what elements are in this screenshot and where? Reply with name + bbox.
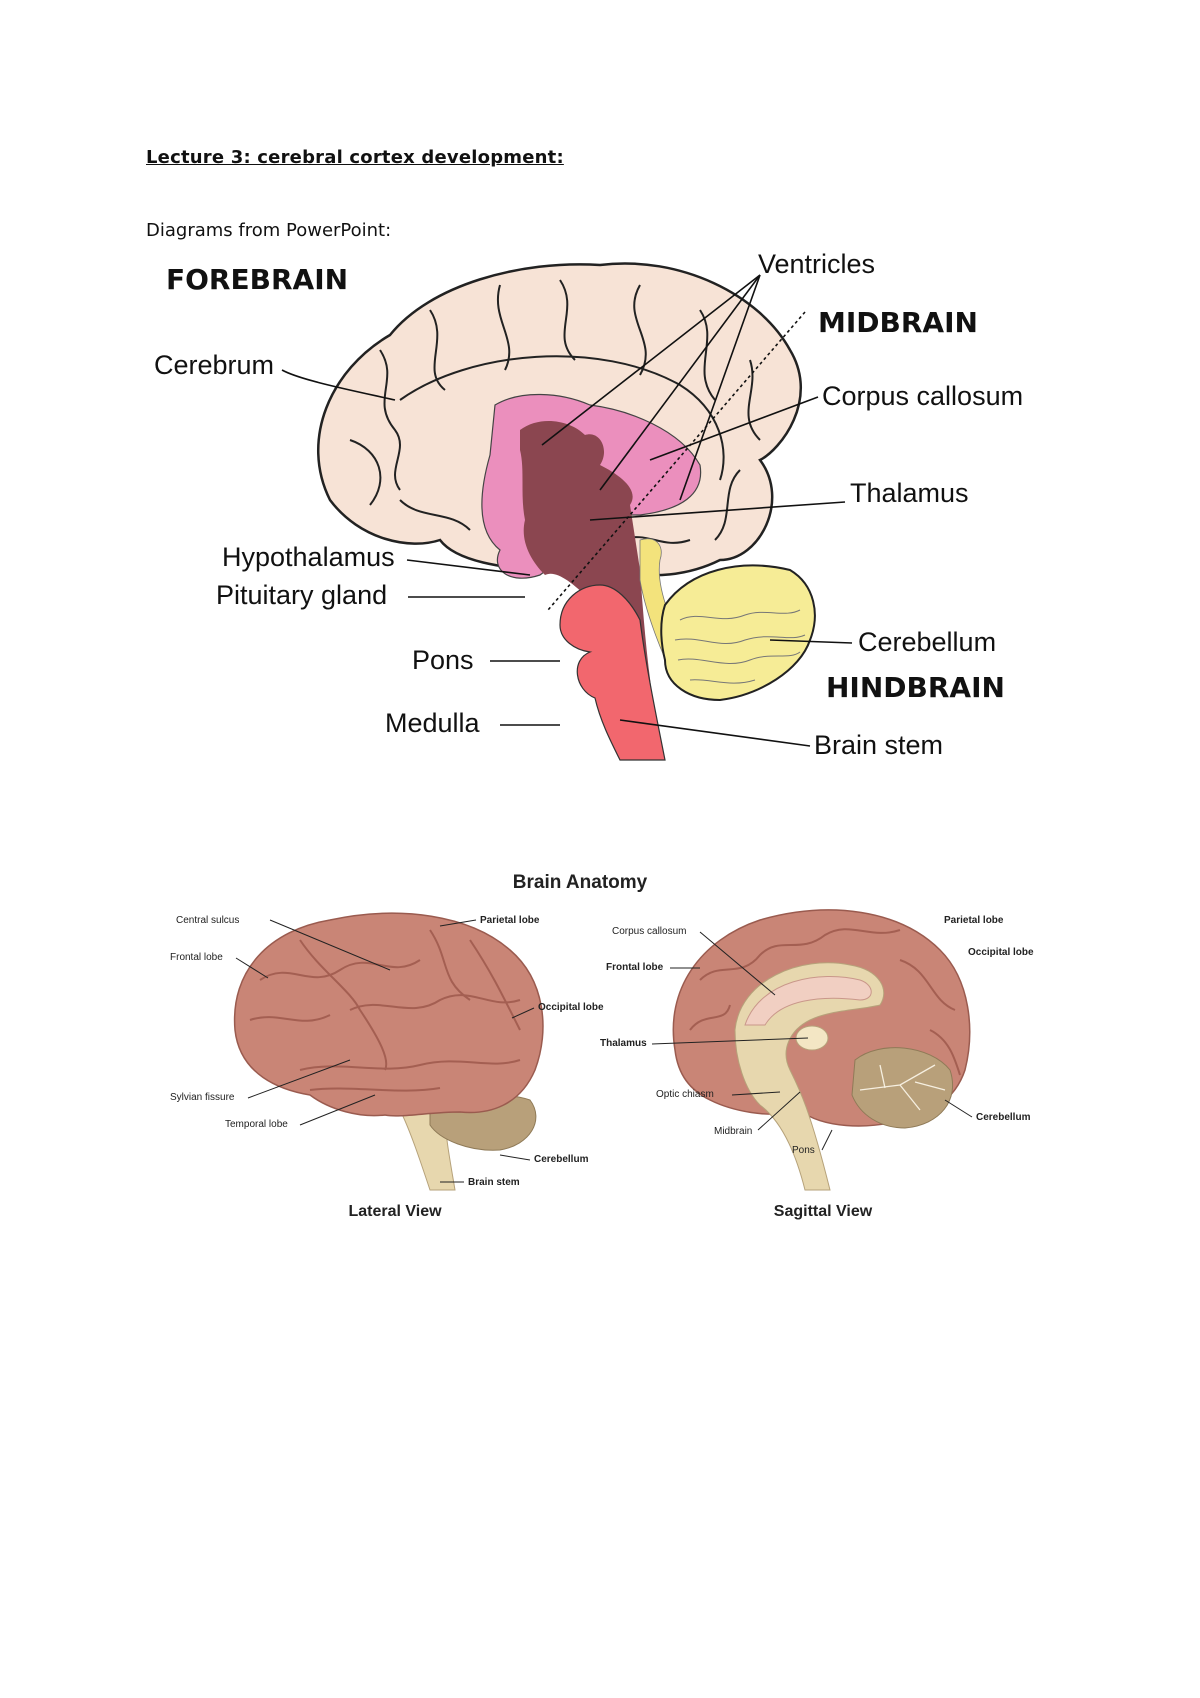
sagittal-label-optic-chiasm: Optic chiasm	[656, 1089, 714, 1100]
lateral-view: Central sulcus Parietal lobe Frontal lob…	[170, 912, 604, 1220]
brain-anatomy-diagram: Brain Anatomy Central sulcus Parietal lo…	[170, 872, 1034, 1220]
lateral-label-central-sulcus: Central sulcus	[176, 915, 239, 926]
leader-lines	[281, 274, 853, 747]
sagittal-gyri	[689, 928, 961, 1076]
lateral-label-sylvian-fissure: Sylvian fissure	[170, 1092, 235, 1103]
brain-anatomy-title: Brain Anatomy	[513, 872, 648, 893]
sagittal-leader-lines	[651, 931, 973, 1151]
region-label-hindbrain: HINDBRAIN	[826, 671, 1005, 704]
lateral-label-occipital-lobe: Occipital lobe	[538, 1002, 604, 1013]
label-corpus-callosum: Corpus callosum	[822, 381, 1023, 411]
lateral-leader-lines	[235, 919, 535, 1183]
label-thalamus: Thalamus	[850, 478, 969, 508]
sagittal-label-occipital-lobe: Occipital lobe	[968, 947, 1034, 958]
sagittal-corpus-callosum-shape	[744, 975, 872, 1026]
label-cerebrum: Cerebrum	[154, 350, 274, 380]
sagittal-label-cerebellum: Cerebellum	[976, 1112, 1031, 1123]
sagittal-inner-shape	[734, 962, 885, 1191]
lateral-label-parietal-lobe: Parietal lobe	[480, 915, 540, 926]
label-medulla: Medulla	[385, 708, 481, 738]
lateral-view-caption: Lateral View	[348, 1203, 442, 1220]
brain-regions-diagram: FOREBRAIN MIDBRAIN HINDBRAIN Ventricles …	[154, 249, 1023, 761]
lateral-label-frontal-lobe: Frontal lobe	[170, 952, 223, 963]
lateral-gyri	[249, 929, 521, 1092]
sagittal-label-corpus-callosum: Corpus callosum	[612, 926, 686, 937]
sagittal-label-parietal-lobe: Parietal lobe	[944, 915, 1004, 926]
sagittal-view-caption: Sagittal View	[774, 1203, 873, 1220]
sagittal-view: Corpus callosum Parietal lobe Occipital …	[600, 909, 1034, 1220]
lateral-label-temporal-lobe: Temporal lobe	[225, 1119, 288, 1130]
sagittal-label-thalamus: Thalamus	[600, 1038, 647, 1049]
label-pons: Pons	[412, 645, 474, 675]
cerebellum-folia	[674, 609, 806, 684]
sagittal-label-midbrain: Midbrain	[714, 1126, 752, 1137]
lateral-label-cerebellum: Cerebellum	[534, 1154, 589, 1165]
sagittal-cerebellum-tree	[859, 1064, 946, 1111]
lateral-label-brain-stem: Brain stem	[468, 1177, 520, 1188]
pons-medulla-shape	[559, 584, 666, 761]
label-hypothalamus: Hypothalamus	[222, 542, 395, 572]
sagittal-label-pons: Pons	[792, 1145, 815, 1156]
page-intro: Diagrams from PowerPoint:	[146, 220, 392, 241]
label-pituitary-gland: Pituitary gland	[216, 580, 387, 610]
lateral-cortex-shape	[233, 912, 544, 1117]
label-brain-stem: Brain stem	[814, 730, 943, 760]
region-label-forebrain: FOREBRAIN	[166, 263, 348, 296]
sagittal-label-frontal-lobe: Frontal lobe	[606, 962, 664, 973]
label-ventricles: Ventricles	[758, 249, 875, 279]
region-label-midbrain: MIDBRAIN	[818, 306, 978, 339]
label-cerebellum: Cerebellum	[858, 627, 996, 657]
cerebellum-shape	[660, 564, 816, 702]
page-heading: Lecture 3: cerebral cortex development:	[146, 147, 564, 168]
cerebrum-gyri	[349, 279, 761, 544]
